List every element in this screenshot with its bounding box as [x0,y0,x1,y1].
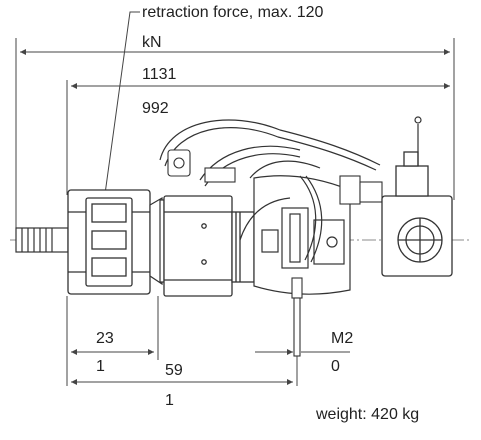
vent-rod [414,116,422,166]
thread-label-lower: 0 [331,358,340,375]
adapter-flange [149,196,165,286]
piston-rod [15,227,69,253]
front-dimension-lower: 1 [96,358,105,375]
rear-cap [381,151,453,277]
top-fittings [167,149,383,205]
front-chuck [67,189,151,295]
weight-label: weight: 420 kg [316,406,420,423]
valve-block [253,175,351,295]
overall-length-lower: 992 [142,100,169,117]
overall-dimension-lines [15,38,455,240]
thread-label-upper: M2 [331,330,354,347]
rear-dimension-upper: 59 [165,362,183,379]
bottom-dimension-lines [66,296,350,386]
front-dimension-upper: 23 [96,330,114,347]
cylinder-housing [163,195,255,297]
force-note: retraction force, max. 120 [142,4,324,21]
supply-pipe [291,277,303,357]
overall-length-upper: 1131 [142,66,177,83]
force-unit: kN [142,34,162,51]
force-leader [95,11,140,246]
rear-dimension-lower: 1 [165,392,174,409]
